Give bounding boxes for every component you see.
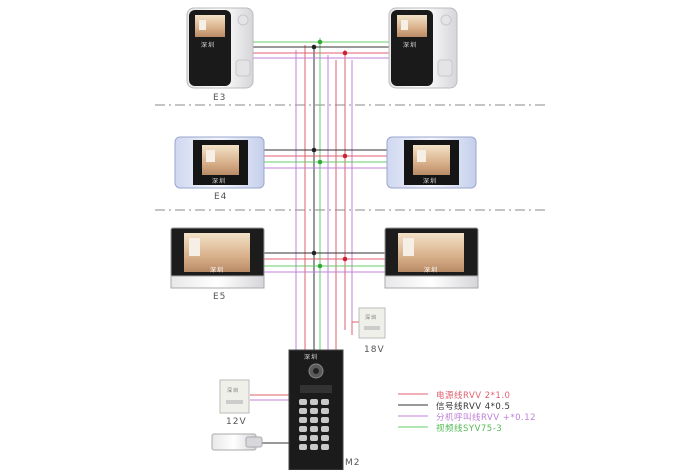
monitor-e5-right bbox=[384, 227, 479, 289]
keypad-button bbox=[321, 408, 329, 414]
floor-separators bbox=[155, 104, 545, 211]
legend-lines bbox=[398, 393, 428, 428]
monitor-e4-right bbox=[386, 136, 477, 189]
monitor-e5-left bbox=[170, 227, 265, 289]
keypad-button bbox=[299, 444, 307, 450]
keypad-button bbox=[299, 408, 307, 414]
keypad bbox=[299, 399, 329, 450]
monitor-e3-right bbox=[388, 7, 458, 89]
floor-label-e3: E3 bbox=[213, 93, 227, 103]
legend-signal-line: 信号线RVV 4*0.5 bbox=[436, 402, 511, 412]
monitor-e4-left bbox=[174, 136, 265, 189]
keypad-button bbox=[299, 417, 307, 423]
legend-call-line: 分机呼叫线RVV +*0.12 bbox=[436, 413, 537, 423]
power-12v-label: 12V bbox=[226, 417, 247, 427]
junction-dots bbox=[311, 39, 348, 269]
floor-label-e5: E5 bbox=[213, 292, 227, 302]
monitor-brand: 深圳 bbox=[423, 178, 438, 185]
branch-e5 bbox=[264, 252, 388, 273]
keypad-button bbox=[299, 426, 307, 432]
door-station-brand: 深圳 bbox=[304, 354, 319, 361]
power-18v-label: 18V bbox=[364, 345, 385, 355]
riser-bundle bbox=[295, 38, 353, 352]
keypad-button bbox=[299, 399, 307, 405]
keypad-button bbox=[321, 426, 329, 432]
keypad-button bbox=[310, 417, 318, 423]
keypad-button bbox=[310, 408, 318, 414]
keypad-button bbox=[310, 435, 318, 441]
keypad-button bbox=[310, 426, 318, 432]
keypad-button bbox=[321, 435, 329, 441]
legend-video-line: 视频线SYV75-3 bbox=[436, 424, 503, 434]
power-wiring bbox=[250, 321, 362, 444]
keypad-button bbox=[310, 399, 318, 405]
floor-label-e4: E4 bbox=[214, 192, 228, 202]
monitor-brand: 深圳 bbox=[201, 42, 216, 49]
electric-lock bbox=[211, 433, 263, 451]
monitor-brand: 深圳 bbox=[403, 42, 418, 49]
branch-e3 bbox=[252, 41, 390, 59]
keypad-button bbox=[299, 435, 307, 441]
legend-power-line: 电源线RVV 2*1.0 bbox=[436, 391, 511, 401]
keypad-button bbox=[321, 444, 329, 450]
keypad-button bbox=[310, 444, 318, 450]
monitor-brand: 深圳 bbox=[210, 267, 225, 274]
power-12v-brand: 深圳 bbox=[227, 388, 240, 394]
monitor-brand: 深圳 bbox=[424, 267, 439, 274]
power-supply-12v bbox=[219, 379, 250, 414]
power-supply-18v bbox=[358, 307, 386, 339]
keypad-button bbox=[321, 399, 329, 405]
branch-e4 bbox=[264, 149, 390, 169]
monitor-e3-left bbox=[186, 7, 254, 89]
power-18v-brand: 深圳 bbox=[365, 315, 378, 321]
keypad-button bbox=[321, 417, 329, 423]
monitor-brand: 深圳 bbox=[212, 178, 227, 185]
door-station-label: M2 bbox=[345, 458, 361, 468]
